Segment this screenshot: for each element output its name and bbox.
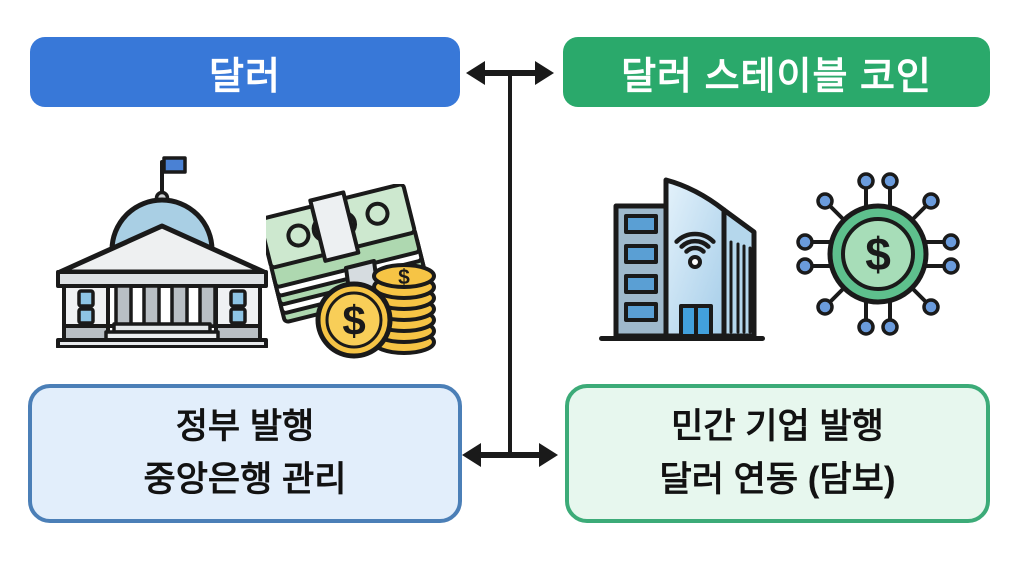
network-node-icon [796, 172, 960, 336]
window-icon [229, 289, 247, 308]
flag-icon [162, 156, 187, 174]
svg-text:$: $ [398, 266, 410, 289]
svg-text:$: $ [342, 297, 365, 344]
dollar-header-box: 달러 [30, 37, 460, 107]
stablecoin-detail-line2: 달러 연동 (담보) [659, 459, 896, 499]
digital-coin-network-icon: $ [796, 172, 960, 336]
dollar-header-label: 달러 [209, 55, 281, 98]
window-icon [624, 214, 658, 234]
dollar-detail-line2: 중앙은행 관리 [143, 459, 347, 499]
smart-building-icon [599, 177, 765, 341]
svg-text:$: $ [865, 228, 891, 280]
wifi-icon [674, 231, 716, 269]
stablecoin-detail-box: 민간 기업 발행 달러 연동 (담보) [565, 384, 990, 523]
digital-coin-shape: $ [827, 203, 929, 305]
dollar-coin-shape: $ [315, 281, 393, 359]
window-icon [624, 274, 658, 294]
stablecoin-header-label: 달러 스테이블 코인 [621, 55, 932, 98]
dollar-detail-box: 정부 발행 중앙은행 관리 [28, 384, 462, 523]
window-icon [624, 244, 658, 264]
stablecoin-detail-line1: 민간 기업 발행 [671, 407, 884, 446]
money-band-shape [308, 190, 361, 263]
window-icon [77, 307, 95, 325]
dollar-detail-line1: 정부 발행 [175, 407, 315, 446]
government-building-icon [56, 156, 268, 348]
window-icon [77, 289, 95, 308]
window-icon [624, 302, 658, 322]
pediment-shape [57, 223, 267, 275]
network-lines-shape [810, 186, 946, 322]
window-icon [229, 307, 247, 325]
stablecoin-header-box: 달러 스테이블 코인 [563, 37, 990, 107]
bottom-double-arrow-icon [462, 443, 558, 467]
top-double-arrow-icon [466, 61, 554, 85]
cash-and-coins-icon: $ $ [266, 184, 436, 359]
